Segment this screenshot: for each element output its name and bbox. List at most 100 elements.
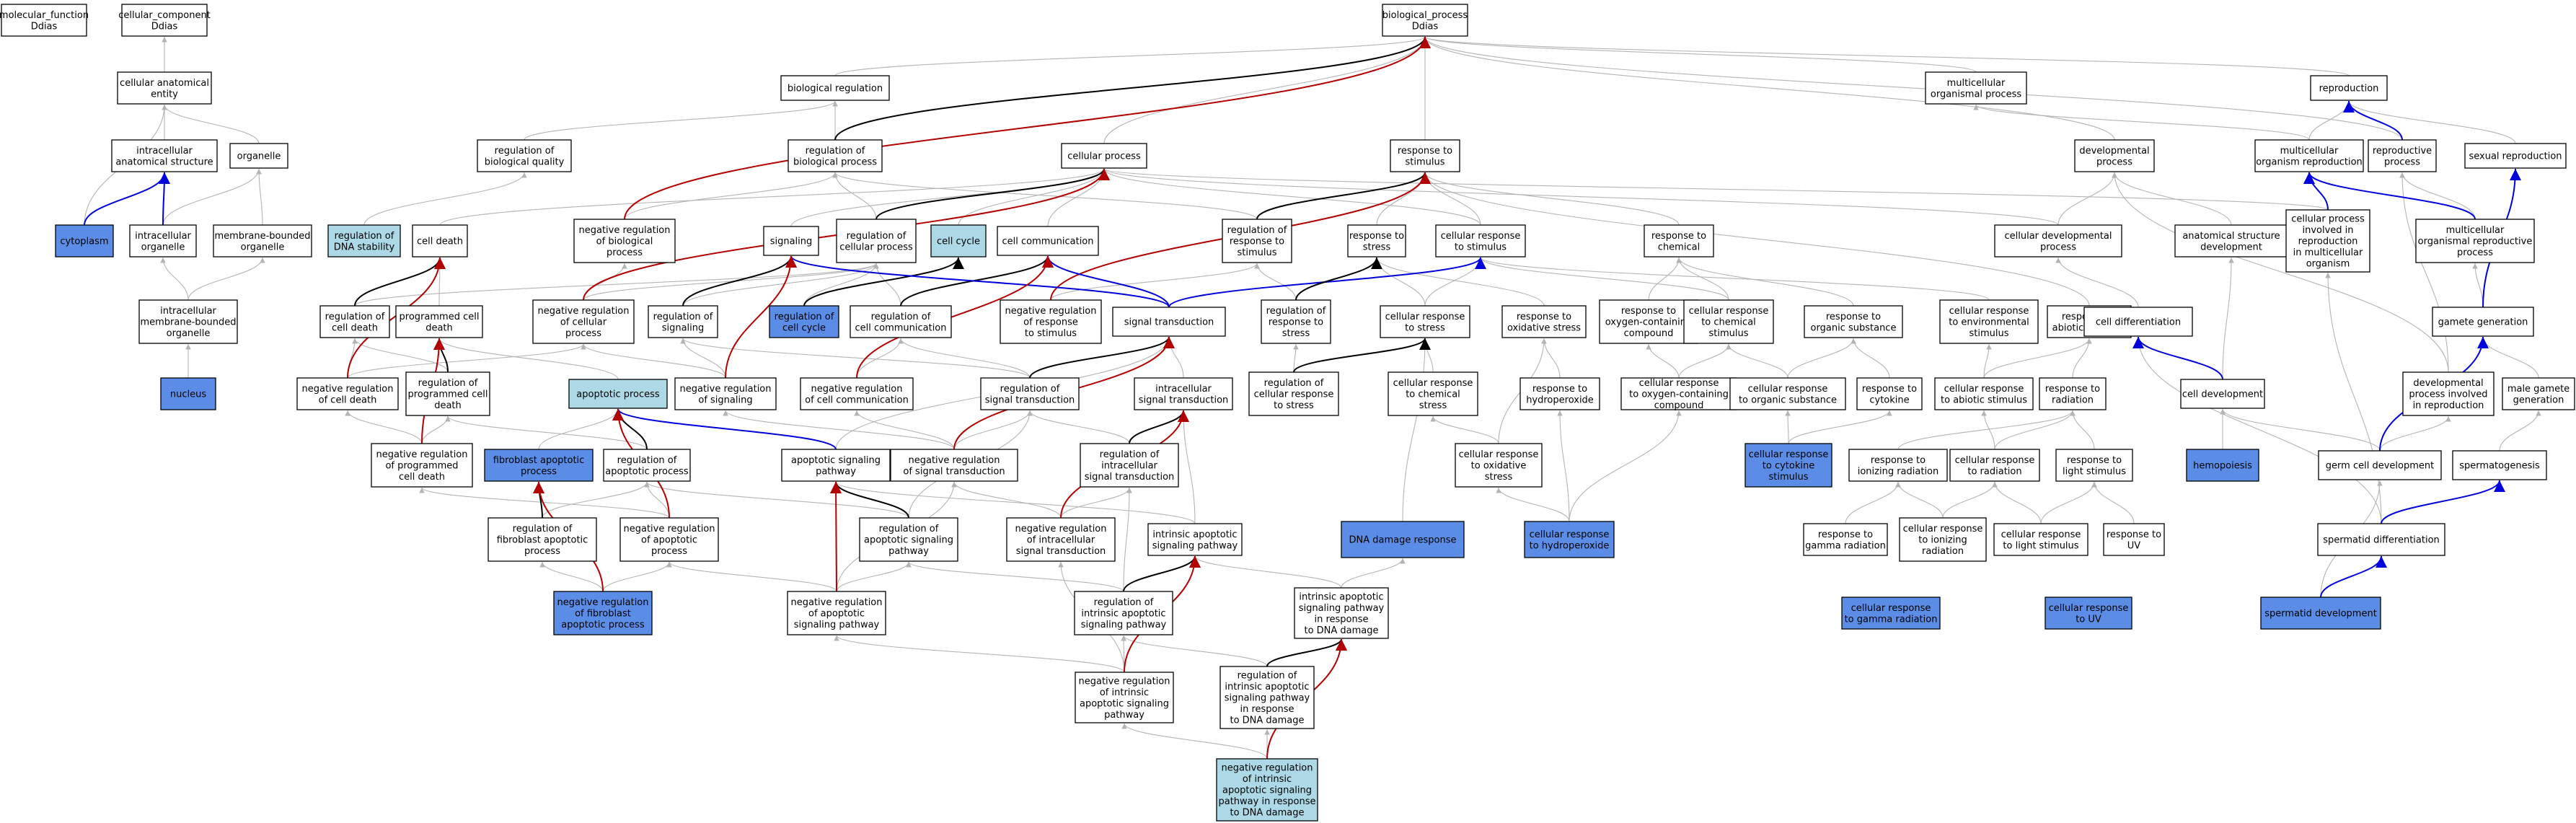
node-cell-death[interactable]: cell death <box>412 224 468 258</box>
node-cell-differentiation[interactable]: cell differentiation <box>2083 307 2193 337</box>
node-hemopoiesis[interactable]: hemopoiesis <box>2186 449 2259 482</box>
node-gamete-generation[interactable]: gamete generation <box>2432 307 2534 337</box>
node-apoptotic-process[interactable]: apoptotic process <box>568 379 668 409</box>
node-nucleus[interactable]: nucleus <box>160 377 216 410</box>
node-spermatid-development[interactable]: spermatid development <box>2260 597 2381 630</box>
node-dna-damage-response[interactable]: DNA damage response <box>1341 521 1465 558</box>
node-sexual-reproduction[interactable]: sexual reproduction <box>2464 143 2567 169</box>
node-signal-transduction[interactable]: signal transduction <box>1112 307 1226 337</box>
node-cellular-process[interactable]: cellular process <box>1061 143 1147 169</box>
node-organelle[interactable]: organelle <box>229 143 288 169</box>
node-spermatogenesis[interactable]: spermatogenesis <box>2452 450 2547 480</box>
node-spermatid-differentiation[interactable]: spermatid differentiation <box>2317 523 2445 556</box>
node-biological-regulation[interactable]: biological regulation <box>780 75 890 101</box>
node-cytoplasm[interactable]: cytoplasm <box>55 224 114 258</box>
node-cell-cycle[interactable]: cell cycle <box>930 224 987 258</box>
node-reproduction[interactable]: reproduction <box>2310 75 2388 101</box>
node-signaling[interactable]: signaling <box>763 226 819 256</box>
